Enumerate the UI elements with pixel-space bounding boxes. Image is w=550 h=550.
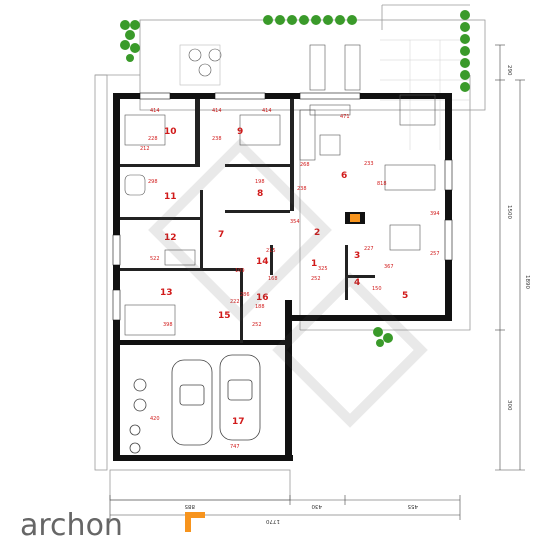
- bathtub: [124, 174, 146, 196]
- bed-room-9: [239, 114, 281, 146]
- watermark: [148, 138, 428, 428]
- dim-label: 818: [377, 181, 387, 187]
- terrace-chair-1: [188, 48, 202, 62]
- garage-cars: [171, 354, 261, 446]
- windows: [112, 92, 453, 321]
- room-number: 1: [311, 259, 317, 269]
- bed-room-10: [124, 114, 166, 146]
- room-number: 12: [164, 233, 177, 243]
- room-numbers: 1 2 3 4 5 6 7 8 9 10 11 12 13 14 15 16 1…: [160, 127, 408, 427]
- dim-label: 222: [230, 299, 240, 305]
- room-number: 2: [314, 228, 320, 238]
- bed-room-13: [124, 304, 176, 336]
- dim-label: 471: [340, 114, 350, 120]
- inner-dimensions: 414 414 414 471 228 238 298 198 818 233 …: [140, 108, 440, 450]
- dim-label: 747: [230, 444, 240, 450]
- room-number: 3: [354, 251, 360, 261]
- dim-label: 354: [290, 219, 300, 225]
- dim-label: 522: [150, 256, 160, 262]
- sofa: [299, 109, 316, 161]
- terrace-table: [399, 94, 436, 126]
- dim-label: 414: [212, 108, 222, 114]
- room-number: 16: [256, 293, 269, 303]
- dim-label: 286: [240, 292, 250, 298]
- room-number: 10: [164, 127, 177, 137]
- room-number: 14: [256, 257, 269, 267]
- dim-label: 414: [150, 108, 160, 114]
- kitchen-island: [389, 224, 421, 251]
- dim-label: 367: [384, 264, 394, 270]
- dim-label: 252: [311, 276, 321, 282]
- dim-right-4: 300: [506, 400, 512, 411]
- room-number: 6: [341, 171, 347, 181]
- furniture: [124, 44, 436, 336]
- dim-label: 414: [262, 108, 272, 114]
- dim-label: 398: [163, 322, 173, 328]
- terrace-table-2: [179, 44, 221, 86]
- dim-label: 168: [268, 276, 278, 282]
- room-number: 9: [237, 127, 243, 137]
- dim-bottom-total: 1770: [266, 518, 280, 524]
- outer-dimensions: 290 1500 1890 300 885 430 455 1770: [184, 65, 530, 524]
- car-1: [171, 359, 213, 446]
- dim-right-3: 1890: [524, 275, 530, 289]
- sofa-room-12: [164, 249, 196, 266]
- room-number: 13: [160, 288, 173, 298]
- dim-label: 227: [364, 246, 374, 252]
- room-number: 4: [354, 278, 360, 288]
- dim-label: 150: [372, 286, 382, 292]
- outer-dimension-lines: [109, 44, 525, 520]
- plants: [120, 10, 470, 347]
- dim-label: 252: [252, 322, 262, 328]
- archon-logo: archon: [20, 508, 205, 543]
- sofa-2: [309, 104, 351, 116]
- fireplace-flame: [350, 214, 360, 222]
- car-2: [219, 354, 261, 441]
- room-number: 17: [232, 417, 245, 427]
- brand-name: archon: [20, 508, 123, 543]
- dining-table: [384, 164, 436, 191]
- terrace-chair-3: [198, 63, 212, 77]
- dim-label: 238: [212, 136, 222, 142]
- room-number: 8: [257, 189, 263, 199]
- terrace-chair-2: [208, 48, 222, 62]
- room-number: 11: [164, 192, 177, 202]
- coffee-table: [319, 134, 341, 156]
- dim-bottom-1: 885: [184, 503, 195, 509]
- exterior-walls: [113, 93, 452, 461]
- dim-label: 394: [430, 211, 440, 217]
- dim-bottom-2: 430: [311, 503, 322, 509]
- dim-label: 212: [140, 146, 150, 152]
- dim-label: 238: [297, 186, 307, 192]
- dim-bottom-3: 455: [407, 503, 418, 509]
- dim-label: 420: [150, 416, 160, 422]
- sunbed-2: [344, 44, 361, 91]
- dim-label: 298: [148, 179, 158, 185]
- bikes: [129, 378, 147, 454]
- dim-right-1: 290: [506, 65, 512, 76]
- sunbed-1: [309, 44, 326, 91]
- room-number: 15: [218, 311, 231, 321]
- dim-label: 257: [430, 251, 440, 257]
- dim-right-2: 1500: [506, 205, 512, 219]
- dim-label: 228: [148, 136, 158, 142]
- dim-label: 198: [255, 179, 265, 185]
- dim-label: 109: [235, 268, 245, 274]
- interior-walls: [120, 99, 375, 343]
- room-number: 7: [218, 230, 224, 240]
- dim-label: 215: [266, 248, 276, 254]
- dim-label: 188: [255, 304, 265, 310]
- dim-label: 233: [364, 161, 374, 167]
- dim-label: 325: [318, 266, 328, 272]
- dim-label: 268: [300, 162, 310, 168]
- room-number: 5: [402, 291, 408, 301]
